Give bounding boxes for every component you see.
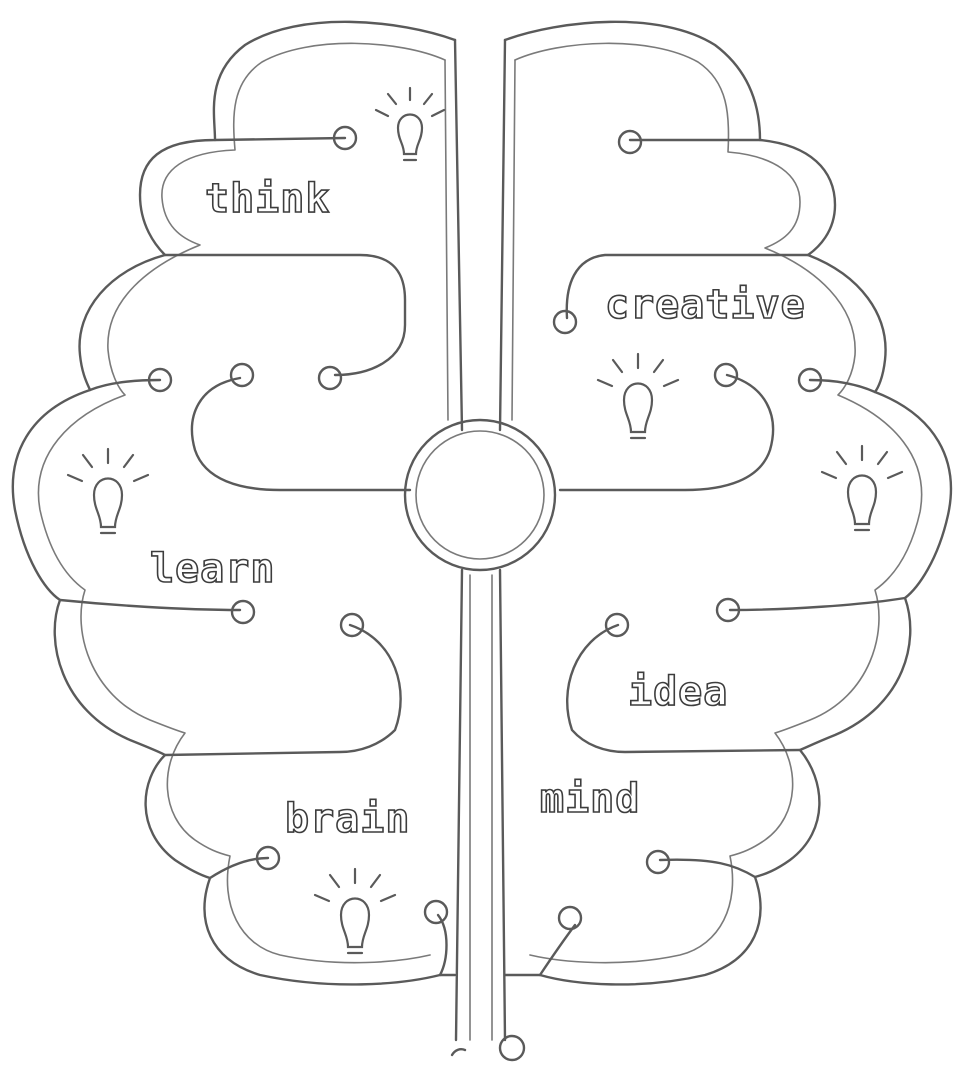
right-hemisphere	[505, 22, 951, 985]
right-outline-inner	[515, 43, 922, 962]
lightbulb-icon	[598, 354, 678, 438]
right-outline	[505, 22, 951, 985]
word-learn: learn	[150, 546, 275, 592]
stem-node	[500, 1036, 524, 1060]
word-brain: brain	[285, 796, 410, 842]
lightbulb-icon	[376, 88, 444, 160]
lightbulb-icon	[822, 446, 902, 530]
lightbulb-icon	[315, 869, 395, 953]
word-idea: idea	[628, 669, 728, 715]
lightbulb-icon	[68, 449, 148, 533]
central-hub	[405, 420, 555, 570]
word-mind: mind	[540, 776, 640, 822]
word-creative: creative	[605, 282, 806, 328]
word-think: think	[205, 176, 330, 222]
